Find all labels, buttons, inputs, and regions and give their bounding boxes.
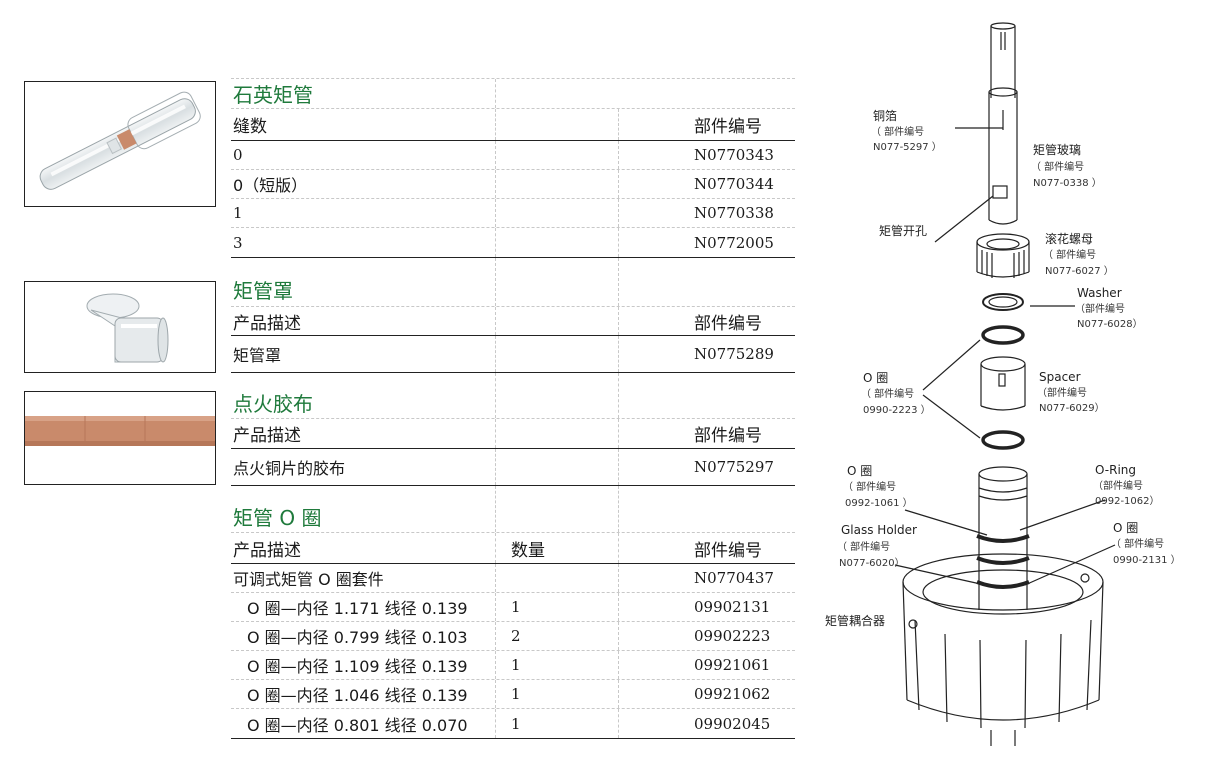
section-title-row: 矩管 O 圈 <box>231 486 795 533</box>
ignition-tape-photo <box>24 391 216 485</box>
table-header-row: 产品描述 部件编号 <box>231 307 795 336</box>
quartz-torch-photo <box>24 81 216 207</box>
column-header-description: 产品描述 <box>233 426 301 446</box>
row-description: O 圈—内径 1.046 线径 0.139 <box>247 686 468 705</box>
row-description: 0 <box>233 146 243 164</box>
section-title-row: 矩管罩 <box>231 258 795 307</box>
table-row: 3 N0772005 <box>231 228 795 258</box>
label-oring-b: O 圈 <box>847 464 872 478</box>
row-description: 1 <box>233 204 243 222</box>
label-spacer-pn: N077-6029） <box>1039 402 1105 414</box>
column-header-description: 产品描述 <box>233 540 301 561</box>
section-title-row: 点火胶布 <box>231 373 795 419</box>
section-title-torch-oring: 矩管 O 圈 <box>233 505 322 530</box>
label-oring-c-pn-label: （部件编号 <box>1093 479 1143 492</box>
label-torch-glass-pn-label: （ 部件编号 <box>1031 160 1084 173</box>
table-row: 可调式矩管 O 圈套件 N0770437 <box>231 564 795 593</box>
row-part-number: N0772005 <box>694 233 774 252</box>
row-quantity: 1 <box>511 598 521 616</box>
label-torch-glass: 矩管玻璃 <box>1033 142 1081 157</box>
row-description: O 圈—内径 1.109 线径 0.139 <box>247 657 468 676</box>
label-oring-d: O 圈 <box>1113 521 1138 535</box>
row-part-number: N0770343 <box>694 146 774 164</box>
column-header-part-number: 部件编号 <box>694 313 762 334</box>
row-description: 点火铜片的胶布 <box>233 459 346 478</box>
label-copper-foil: 铜箔 <box>873 108 897 123</box>
row-part-number: 09921061 <box>694 656 771 674</box>
table-row: 矩管罩 N0775289 <box>231 336 795 373</box>
row-description: 3 <box>233 233 243 252</box>
table-row: O 圈—内径 1.171 线径 0.139 1 09902131 <box>231 593 795 622</box>
table-header-row: 产品描述 部件编号 <box>231 419 795 449</box>
row-part-number: 09902131 <box>694 598 771 616</box>
column-header-part-number: 部件编号 <box>694 426 762 446</box>
table-header-row: 缝数 部件编号 <box>231 109 795 141</box>
label-knurled-nut-pn: N077-6027 ） <box>1045 265 1114 277</box>
label-washer-pn-label: （部件编号 <box>1075 302 1125 315</box>
row-description: 矩管罩 <box>233 346 282 365</box>
row-quantity: 1 <box>511 656 521 674</box>
label-oring-b-pn-label: （ 部件编号 <box>843 480 896 493</box>
torch-shield-photo <box>24 281 216 373</box>
label-oring-a: O 圈 <box>863 371 888 385</box>
label-oring-b-pn: 0992-1061 ） <box>845 497 913 509</box>
row-part-number: 09902045 <box>694 714 771 733</box>
label-spacer-pn-label: （部件编号 <box>1037 386 1087 399</box>
label-knurled-nut: 滚花螺母 <box>1045 231 1093 246</box>
label-glass-holder: Glass Holder <box>841 523 917 537</box>
column-header-slots: 缝数 <box>233 117 267 137</box>
row-description: 可调式矩管 O 圈套件 <box>233 570 384 589</box>
table-row: O 圈—内径 0.801 线径 0.070 1 09902045 <box>231 709 795 739</box>
label-copper-foil-pn-label: （ 部件编号 <box>871 125 924 138</box>
row-description: O 圈—内径 0.801 线径 0.070 <box>247 715 468 735</box>
label-oring-a-pn-label: （ 部件编号 <box>861 387 914 400</box>
row-description: O 圈—内径 0.799 线径 0.103 <box>247 628 468 647</box>
label-spacer: Spacer <box>1039 370 1081 384</box>
table-row: 点火铜片的胶布 N0775297 <box>231 449 795 486</box>
column-header-quantity: 数量 <box>511 540 545 561</box>
label-oring-d-pn: 0990-2131 ） <box>1113 554 1181 566</box>
row-part-number: N0775289 <box>694 345 774 363</box>
row-part-number: 09921062 <box>694 685 771 703</box>
label-copper-foil-pn: N077-5297 ） <box>873 141 942 153</box>
label-torch-coupler: 矩管耦合器 <box>825 613 885 628</box>
table-row: 1 N0770338 <box>231 199 795 228</box>
label-oring-d-pn-label: （ 部件编号 <box>1111 537 1164 550</box>
table-header-row: 产品描述 数量 部件编号 <box>231 533 795 564</box>
table-row: O 圈—内径 1.046 线径 0.139 1 09921062 <box>231 680 795 709</box>
label-oring-c: O-Ring <box>1095 463 1136 477</box>
label-torch-hole: 矩管开孔 <box>879 223 927 238</box>
label-torch-glass-pn: N077-0338 ） <box>1033 177 1102 189</box>
label-oring-a-pn: 0990-2223 ） <box>863 404 931 416</box>
label-glass-holder-pn: N077-6020） <box>839 557 905 569</box>
label-knurled-nut-pn-label: （ 部件编号 <box>1043 248 1096 261</box>
table-row: 0（短版） N0770344 <box>231 170 795 199</box>
torch-exploded-diagram: 铜箔 （ 部件编号 N077-5297 ） 矩管玻璃 （ 部件编号 N077-0… <box>815 10 1200 750</box>
row-part-number: 09902223 <box>694 627 771 645</box>
row-part-number: N0770338 <box>694 204 774 222</box>
row-quantity: 1 <box>511 685 521 703</box>
label-washer: Washer <box>1077 286 1122 300</box>
row-quantity: 1 <box>511 714 521 733</box>
section-title-torch-shield: 矩管罩 <box>233 278 293 303</box>
label-washer-pn: N077-6028） <box>1077 318 1143 330</box>
row-description: 0（短版） <box>233 176 308 195</box>
row-part-number: N0770344 <box>694 175 774 193</box>
section-title-row: 石英矩管 <box>231 78 795 109</box>
section-title-ignition-tape: 点火胶布 <box>233 392 313 416</box>
table-row: O 圈—内径 1.109 线径 0.139 1 09921061 <box>231 651 795 680</box>
section-title-quartz-torch: 石英矩管 <box>233 83 313 107</box>
row-quantity: 2 <box>511 627 521 645</box>
table-row: O 圈—内径 0.799 线径 0.103 2 09902223 <box>231 622 795 651</box>
column-header-part-number: 部件编号 <box>694 117 762 137</box>
row-description: O 圈—内径 1.171 线径 0.139 <box>247 599 468 618</box>
column-header-part-number: 部件编号 <box>694 540 762 561</box>
label-glass-holder-pn-label: （ 部件编号 <box>837 540 890 553</box>
table-row: 0 N0770343 <box>231 141 795 170</box>
row-part-number: N0770437 <box>694 569 774 587</box>
label-oring-c-pn: 0992-1062） <box>1095 495 1160 507</box>
row-part-number: N0775297 <box>694 458 774 476</box>
parts-table: 石英矩管 缝数 部件编号 0 N0770343 0（短版） N0770344 1… <box>231 78 795 739</box>
column-header-description: 产品描述 <box>233 313 301 334</box>
